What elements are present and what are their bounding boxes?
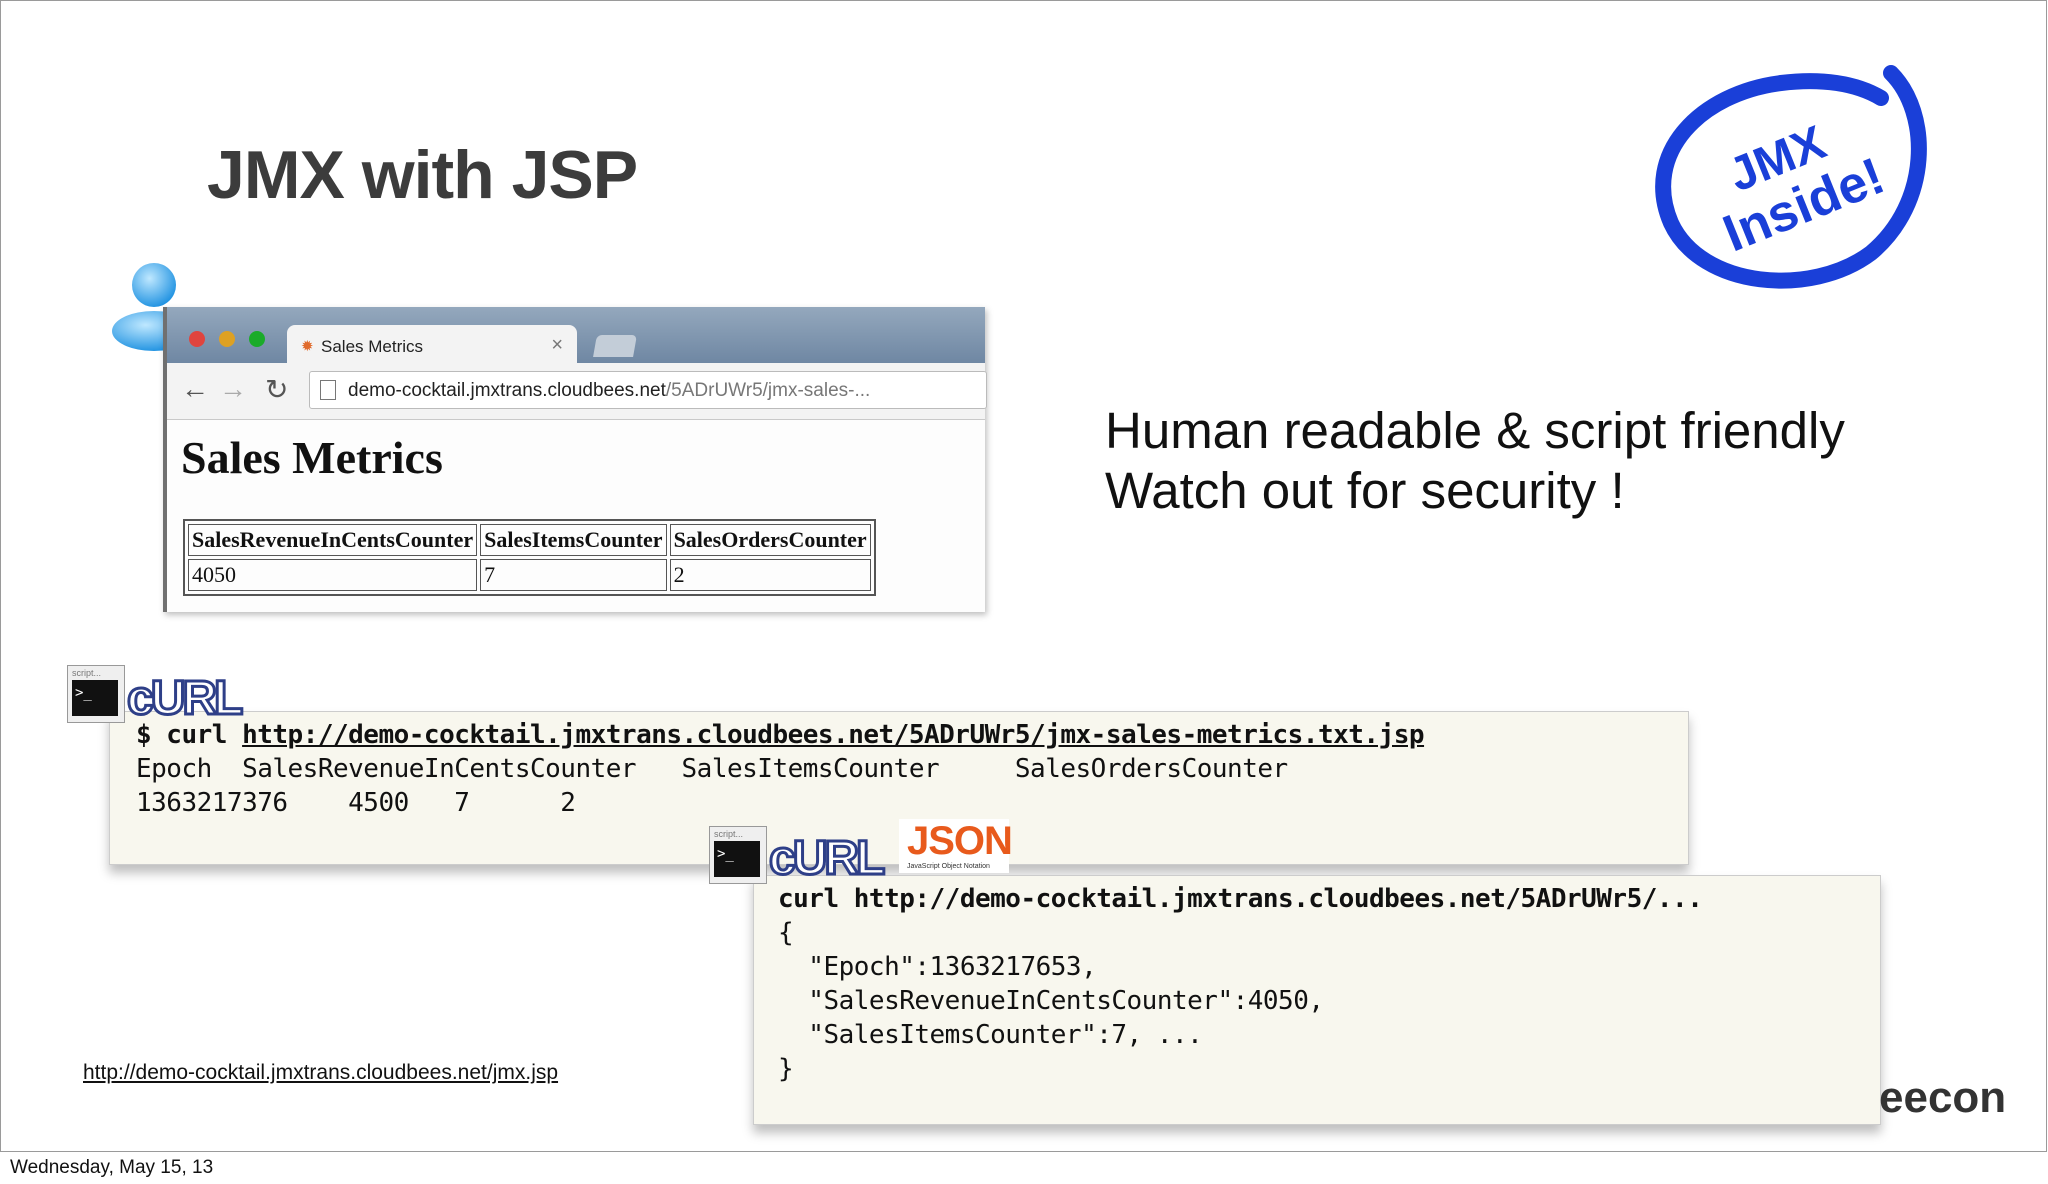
jmx-txt-link[interactable]: http://demo-cocktail.jmxtrans.cloudbees.…	[242, 720, 1425, 750]
sales-metrics-table: SalesRevenueInCentsCounter SalesItemsCou…	[183, 519, 876, 596]
brand-text: eecon	[1879, 1073, 2007, 1122]
address-bar[interactable]: demo-cocktail.jmxtrans.cloudbees.net/5AD…	[309, 371, 987, 409]
json-line: {	[778, 918, 794, 948]
jmx-jsp-link[interactable]: http://demo-cocktail.jmxtrans.cloudbees.…	[83, 1061, 559, 1084]
terminal-icon-label: script...	[72, 668, 102, 678]
page-heading: Sales Metrics	[181, 432, 443, 483]
tab-sales-metrics[interactable]: ✹ Sales Metrics ×	[287, 325, 577, 365]
curl-logo: cURL	[125, 671, 244, 727]
json-line: "SalesRevenueInCentsCounter":4050,	[778, 986, 1324, 1016]
terminal-icon: script... >_	[709, 826, 767, 884]
slide-date: Wednesday, May 15, 13	[10, 1157, 214, 1178]
table-row: 4050 7 2	[188, 559, 871, 591]
address-url: demo-cocktail.jmxtrans.cloudbees.net/5AD…	[348, 380, 870, 402]
jmx-inside-logo: JMX Inside!	[1655, 65, 1927, 289]
json-logo-subtitle: JavaScript Object Notation	[907, 863, 990, 870]
curl-logo: cURL	[767, 831, 886, 887]
tab-title: Sales Metrics	[321, 337, 424, 356]
page-icon	[320, 380, 336, 400]
table-cell: 7	[480, 559, 667, 591]
browser-toolbar: ← → ↻ demo-cocktail.jmxtrans.cloudbees.n…	[167, 363, 987, 420]
zoom-window-button[interactable]	[249, 331, 265, 347]
column-header: SalesRevenueInCentsCounter	[188, 524, 478, 556]
terminal-prompt-glyph: >_	[72, 680, 118, 716]
txt-value-line: 1363217376 4500 7 2	[136, 788, 576, 818]
note-line: Human readable & script friendly	[1105, 402, 1845, 459]
json-curl-command: curl http://demo-cocktail.jmxtrans.cloud…	[778, 884, 1703, 914]
json-line: "Epoch":1363217653,	[778, 952, 1097, 982]
slide-notes: Human readable & script friendly Watch o…	[1105, 401, 1845, 521]
terminal-icon: script... >_	[67, 665, 125, 723]
new-tab-button[interactable]	[593, 335, 637, 357]
close-window-button[interactable]	[189, 331, 205, 347]
browser-tabstrip: ✹ Sales Metrics ×	[167, 307, 985, 365]
column-header: SalesItemsCounter	[480, 524, 667, 556]
txt-header-line: Epoch SalesRevenueInCentsCounter SalesIt…	[136, 754, 1288, 784]
curl-json-example: curl http://demo-cocktail.jmxtrans.cloud…	[753, 875, 1881, 1125]
table-header-row: SalesRevenueInCentsCounter SalesItemsCou…	[188, 524, 871, 556]
json-line: }	[778, 1054, 794, 1084]
shell-prompt: $ curl	[136, 720, 243, 750]
terminal-icon-label: script...	[714, 829, 744, 839]
json-logo: JSON JavaScript Object Notation	[899, 819, 1013, 873]
minimize-window-button[interactable]	[219, 331, 235, 347]
reload-icon[interactable]: ↻	[265, 374, 289, 405]
table-cell: 2	[669, 559, 871, 591]
browser-window: ✹ Sales Metrics × ← → ↻ demo-cocktail.jm…	[163, 307, 987, 612]
note-line: Watch out for security !	[1105, 462, 1625, 519]
forward-arrow-icon[interactable]: →	[219, 373, 247, 404]
slide-title: JMX with JSP	[207, 137, 638, 213]
favicon-icon: ✹	[301, 338, 314, 355]
url-host: demo-cocktail.jmxtrans.cloudbees.net	[348, 380, 666, 401]
json-logo-title: JSON	[907, 819, 1013, 863]
slide: JMX with JSP ✹ Sales Metrics × ← → ↻	[0, 0, 2047, 1152]
curl-command: $ curl http://demo-cocktail.jmxtrans.clo…	[136, 720, 1425, 750]
column-header: SalesOrdersCounter	[669, 524, 871, 556]
table-cell: 4050	[188, 559, 478, 591]
url-path: /5ADrUWr5/jmx-sales-...	[665, 380, 871, 401]
back-arrow-icon[interactable]: ←	[181, 373, 209, 404]
tab-close-icon[interactable]: ×	[551, 334, 563, 356]
json-line: "SalesItemsCounter":7, ...	[778, 1020, 1203, 1050]
terminal-prompt-glyph: >_	[714, 841, 760, 877]
